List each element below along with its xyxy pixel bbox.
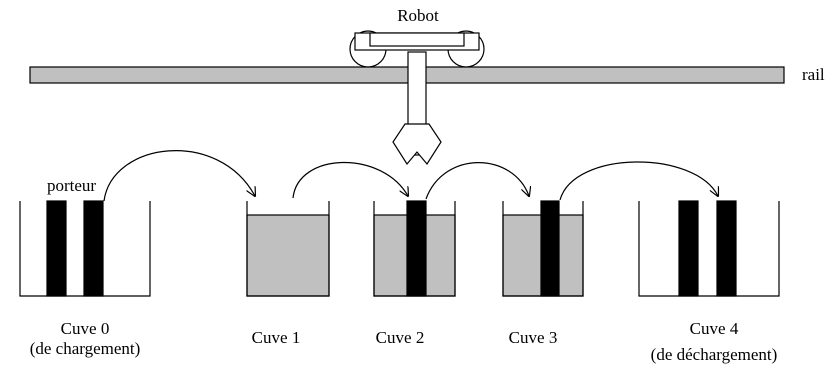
rail bbox=[29, 66, 785, 84]
robot bbox=[349, 30, 485, 166]
carrier-label: porteur bbox=[47, 176, 97, 195]
carrier-tank-2 bbox=[406, 200, 427, 297]
arrow-tank-0-to-1 bbox=[103, 150, 255, 202]
carrier-tank-0-b bbox=[83, 200, 104, 297]
carrier-tank-0-a bbox=[46, 200, 67, 297]
carrier-tank-4-b bbox=[716, 200, 737, 297]
arrow-tank-3-to-4 bbox=[559, 161, 718, 201]
carrier-tank-4-a bbox=[678, 200, 699, 297]
robot-label: Robot bbox=[397, 6, 439, 25]
tank-4 bbox=[638, 201, 780, 297]
arrow-tank-2-to-3 bbox=[425, 162, 529, 200]
tank-1 bbox=[246, 201, 330, 297]
tank-4-note: (de déchargement) bbox=[650, 345, 778, 364]
carrier-tank-3 bbox=[540, 200, 560, 297]
tank-0-name: Cuve 0 bbox=[60, 319, 110, 338]
rail-label: rail bbox=[802, 65, 825, 84]
tanks bbox=[19, 200, 780, 297]
tank-2-name: Cuve 2 bbox=[375, 328, 425, 347]
tank-3-name: Cuve 3 bbox=[508, 328, 558, 347]
tank-1-name: Cuve 1 bbox=[251, 328, 301, 347]
robot-carriage-inner bbox=[369, 32, 465, 47]
tank-0-note: (de chargement) bbox=[29, 339, 141, 358]
robot-gripper bbox=[392, 123, 442, 166]
tank-4-name: Cuve 4 bbox=[689, 319, 739, 338]
arrow-tank-1-to-2 bbox=[292, 161, 408, 199]
transfer-arrows bbox=[103, 150, 718, 202]
liquid-tank-1 bbox=[246, 214, 330, 297]
